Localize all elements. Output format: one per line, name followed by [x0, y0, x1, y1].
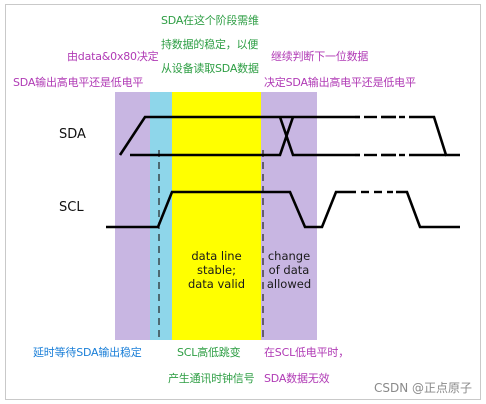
annotation-next-level: 决定SDA输出高电平还是低电平: [264, 76, 416, 89]
watermark: CSDN @正点原子: [373, 381, 472, 395]
diagram-frame: [5, 4, 481, 400]
stable-line-1: data line: [191, 249, 242, 263]
change-band-text: change of data allowed: [261, 249, 317, 291]
stable-line-2: stable;: [197, 263, 236, 277]
annotation-hold-3: 从设备读取SDA数据: [161, 62, 259, 75]
change-line-2: of data: [268, 263, 310, 277]
annotation-next-bit: 继续判断下一位数据: [271, 50, 369, 63]
change-line-3: allowed: [266, 277, 312, 291]
scl-waveform: [106, 190, 460, 229]
annotation-sda-level: SDA输出高电平还是低电平: [13, 76, 144, 89]
sda-gap-dashes: [364, 115, 405, 157]
stable-line-3: data valid: [187, 277, 246, 291]
band-yellow: [172, 92, 261, 340]
annotation-wait-stable: 延时等待SDA输出稳定: [33, 346, 142, 359]
change-line-1: change: [267, 249, 311, 263]
annotation-clock-signal: 产生通讯时钟信号: [168, 372, 255, 385]
annotation-hold-1: SDA在这个阶段需维: [161, 14, 259, 27]
stable-band-text: data line stable; data valid: [172, 249, 261, 291]
annotation-scl-low: 在SCL低电平时，: [264, 346, 349, 359]
band-purple-right: [261, 92, 317, 340]
annotation-sda-invalid: SDA数据无效: [264, 372, 330, 385]
annotation-decide-bit: 由data&0x80决定: [67, 50, 159, 63]
scl-label: SCL: [59, 200, 84, 215]
sda-label: SDA: [59, 127, 86, 142]
band-purple-left: [115, 92, 150, 340]
annotation-hold-2: 持数据的稳定，以便: [161, 38, 259, 51]
sda-waveform: [118, 115, 460, 157]
annotation-scl-toggle: SCL高低跳变: [177, 346, 241, 359]
